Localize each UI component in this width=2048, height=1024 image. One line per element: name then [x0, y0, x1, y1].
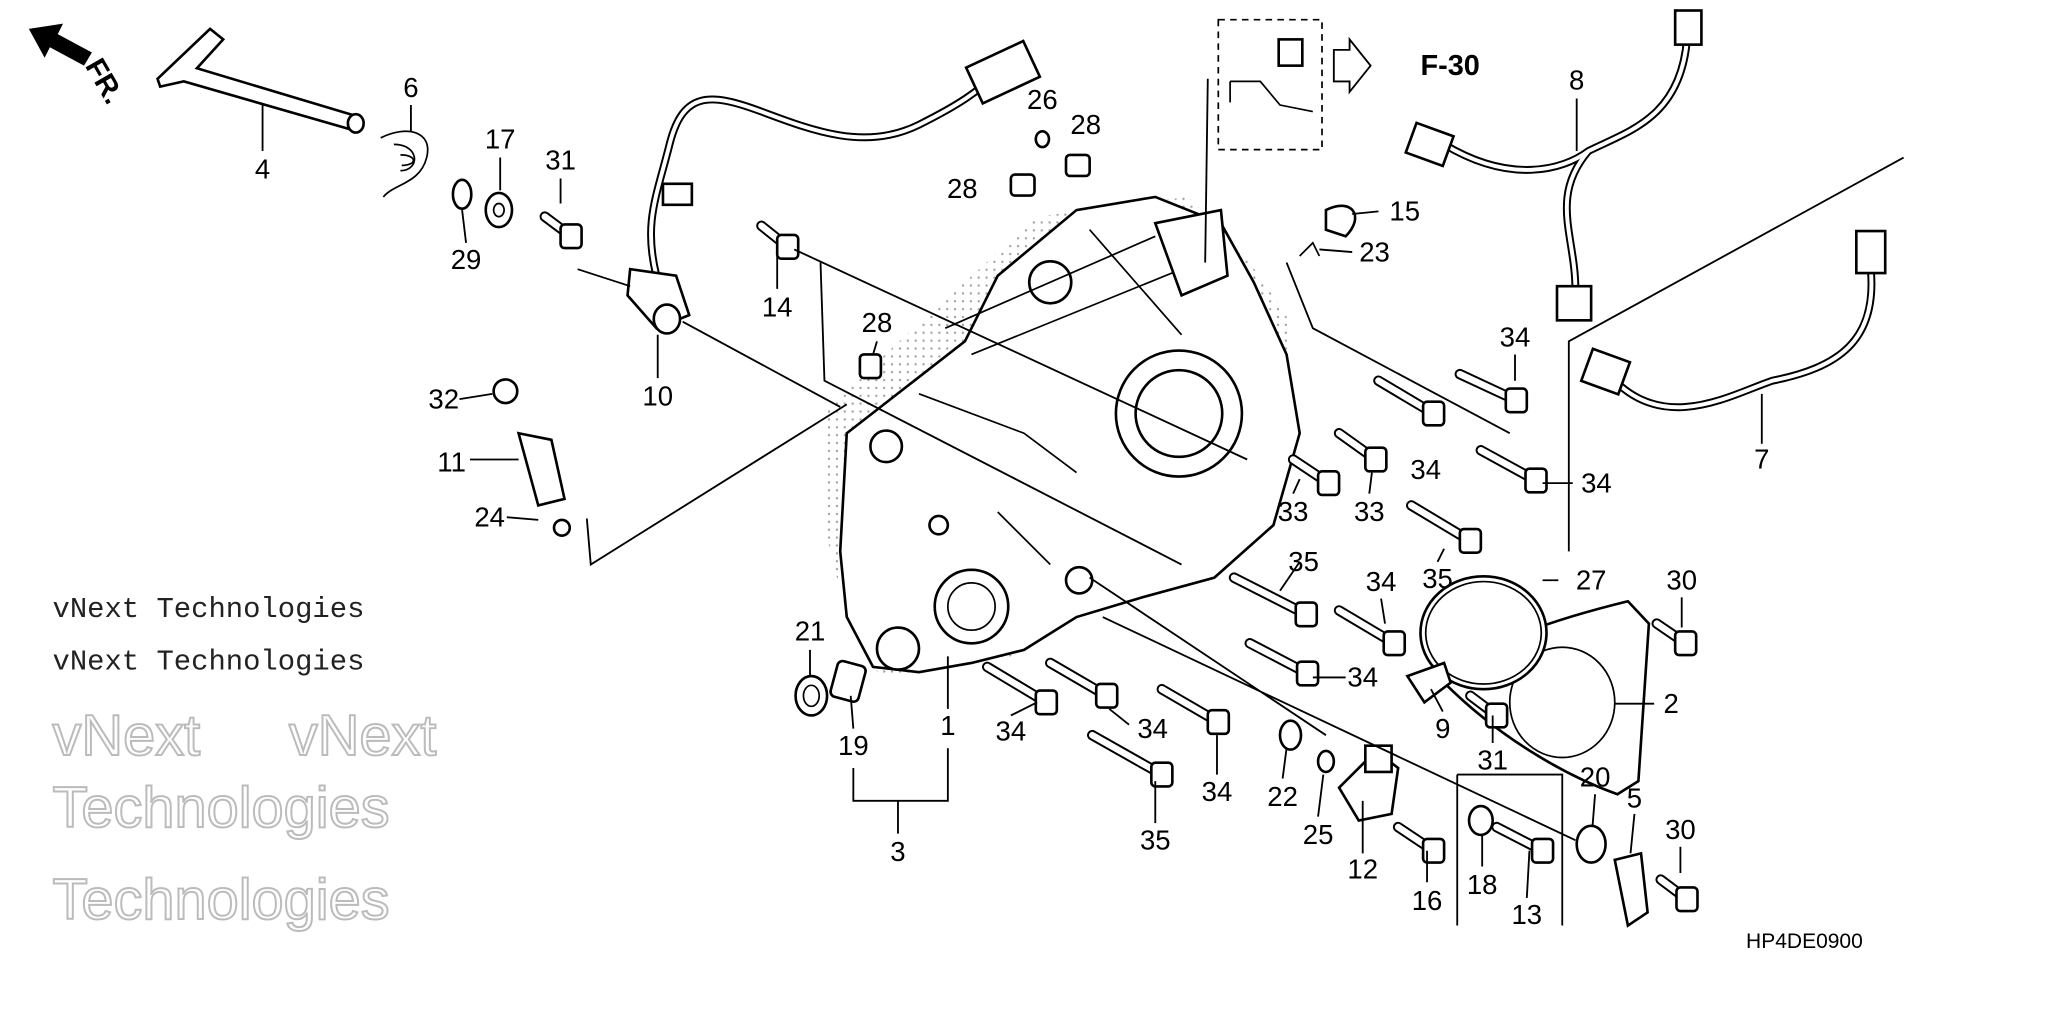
callout-7[interactable]: 7 — [1754, 444, 1769, 475]
callout-35[interactable]: 35 — [1288, 546, 1319, 577]
reference-label[interactable]: F-30 — [1420, 50, 1479, 82]
watermark-text-right: vNext Technologies — [53, 646, 365, 679]
watermark-big-right-2: Technologies — [53, 868, 390, 932]
callout-34[interactable]: 34 — [1500, 322, 1531, 353]
callout-34[interactable]: 34 — [1137, 713, 1168, 744]
part-sensor-harness — [577, 39, 1042, 335]
part-washer — [484, 191, 514, 229]
reference-box: F-30 — [1217, 18, 1480, 151]
callout-17[interactable]: 17 — [485, 123, 516, 154]
callout-21[interactable]: 21 — [795, 616, 826, 647]
callout-10[interactable]: 10 — [642, 381, 673, 412]
callout-34[interactable]: 34 — [1202, 776, 1233, 807]
bolt-head — [1316, 469, 1341, 497]
bolt-head — [559, 223, 583, 250]
bolt-head — [1295, 660, 1320, 687]
bolt-head — [1524, 467, 1548, 494]
callout-24[interactable]: 24 — [474, 501, 505, 532]
bolt-head — [1294, 601, 1319, 628]
bolt-head — [1458, 527, 1483, 555]
callout-31[interactable]: 31 — [1477, 744, 1508, 775]
bolt-head — [1504, 387, 1529, 414]
callout-35[interactable]: 35 — [1140, 824, 1171, 855]
callout-8[interactable]: 8 — [1569, 64, 1584, 95]
callout-19[interactable]: 19 — [838, 730, 869, 761]
bolt-head — [1673, 630, 1698, 657]
bolt-head — [1094, 682, 1119, 709]
callout-32[interactable]: 32 — [428, 383, 459, 414]
callout-34[interactable]: 34 — [1410, 454, 1441, 485]
callout-18[interactable]: 18 — [1467, 869, 1498, 900]
callout-1[interactable]: 1 — [940, 710, 955, 741]
callout-31[interactable]: 31 — [545, 144, 576, 175]
callout-28[interactable]: 28 — [1070, 109, 1101, 140]
callout-26[interactable]: 26 — [1027, 84, 1058, 115]
part-spring — [380, 130, 429, 198]
callout-3[interactable]: 3 — [890, 836, 905, 867]
bolt-head — [1206, 708, 1231, 736]
bolt-head — [1421, 837, 1446, 864]
callout-labels: 4617312926282814281032112415238347343433… — [255, 64, 1770, 930]
callout-33[interactable]: 33 — [1354, 496, 1385, 527]
leader-lines — [261, 78, 1905, 926]
part-gasket-hole — [1508, 646, 1616, 759]
watermark: vNext Technologies vNext Technologies vN… — [52, 593, 438, 933]
part-harness-7 — [1579, 229, 1887, 412]
part-circlip — [451, 178, 473, 211]
callout-35[interactable]: 35 — [1422, 563, 1453, 594]
front-arrow-icon: FR. — [28, 23, 130, 110]
callout-34[interactable]: 34 — [1581, 467, 1612, 498]
part-shift-shaft — [156, 27, 365, 134]
watermark-text-left: vNext Technologies — [53, 593, 365, 626]
callout-6[interactable]: 6 — [403, 72, 418, 103]
callout-15[interactable]: 15 — [1389, 196, 1420, 227]
callout-30[interactable]: 30 — [1665, 814, 1696, 845]
bolt-head — [1484, 702, 1509, 729]
callout-16[interactable]: 16 — [1412, 885, 1443, 916]
callout-34[interactable]: 34 — [1347, 662, 1378, 693]
callout-11[interactable]: 11 — [437, 446, 466, 477]
callout-28[interactable]: 28 — [947, 173, 978, 204]
bolt-head — [1364, 446, 1388, 473]
callout-34[interactable]: 34 — [1366, 566, 1397, 597]
callout-9[interactable]: 9 — [1435, 713, 1450, 744]
watermark-big-right-1: vNext — [289, 704, 437, 768]
bolt-head — [1150, 761, 1174, 788]
bolt-head — [1034, 689, 1059, 716]
crankcase-cover — [827, 195, 1302, 677]
callout-5[interactable]: 5 — [1627, 782, 1642, 813]
part-harness-8 — [1404, 9, 1703, 322]
bolt-head — [1675, 886, 1699, 913]
diagram-code: HP4DE0900 — [1746, 930, 1863, 953]
bolt-head — [1382, 630, 1407, 657]
bolt-shank — [1230, 574, 1310, 618]
callout-13[interactable]: 13 — [1511, 899, 1542, 930]
part-o-ring — [1419, 575, 1548, 691]
callout-25[interactable]: 25 — [1303, 819, 1334, 850]
callout-22[interactable]: 22 — [1267, 781, 1298, 812]
watermark-big-left-1: vNext — [53, 704, 201, 768]
small-parts — [492, 129, 1649, 928]
bolts — [539, 211, 1699, 913]
callout-12[interactable]: 12 — [1347, 853, 1378, 884]
callout-20[interactable]: 20 — [1580, 761, 1611, 792]
bolt-head — [775, 233, 800, 260]
bolt-head — [1421, 400, 1446, 427]
callout-28[interactable]: 28 — [862, 307, 893, 338]
callout-27[interactable]: 27 — [1576, 564, 1607, 595]
bolt-head — [1530, 837, 1555, 864]
callout-23[interactable]: 23 — [1359, 236, 1390, 267]
callout-29[interactable]: 29 — [451, 244, 482, 275]
callout-14[interactable]: 14 — [762, 291, 793, 322]
callout-33[interactable]: 33 — [1278, 496, 1309, 527]
callout-30[interactable]: 30 — [1666, 564, 1697, 595]
callout-2[interactable]: 2 — [1664, 688, 1679, 719]
arrow-right-icon — [1332, 36, 1372, 95]
callout-34[interactable]: 34 — [996, 715, 1027, 746]
callout-4[interactable]: 4 — [255, 154, 270, 185]
watermark-big-left-2: Technologies — [53, 776, 390, 840]
